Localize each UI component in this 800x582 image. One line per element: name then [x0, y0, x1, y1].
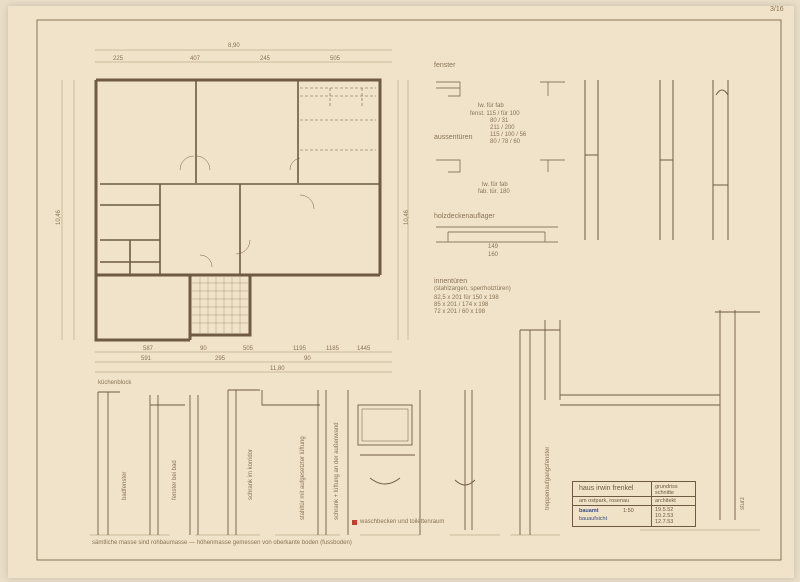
section-label: schrank + lüftung an der außenwand [334, 422, 340, 520]
section-label: schrank im korridor [248, 448, 254, 500]
lintel-heading: holzdeckenauflager [434, 213, 495, 220]
balcony-dashed [300, 87, 376, 151]
dim-bottom2: 591 [141, 356, 152, 362]
dim-top-total: 8,90 [228, 43, 240, 49]
stamp-line: bauaufsicht [579, 516, 608, 522]
date: 10.2.53 [655, 513, 674, 519]
interior-door-row: 72 x 201 / 60 x 198 [434, 309, 486, 315]
section-label: küchenblock [98, 380, 132, 386]
dim-top: 407 [190, 56, 201, 62]
floor-plan [94, 78, 382, 342]
dim-bottom-total: 11,80 [270, 366, 285, 372]
interior-doors-heading: innentüren [434, 278, 468, 285]
window-table-title: lw. für fab [478, 103, 504, 109]
section-label: treppenaufgangsfenster [545, 446, 551, 510]
footnote: sämtliche masse sind rohbaumasse — höhen… [92, 540, 352, 546]
lintel-dim: 160 [488, 252, 499, 258]
interior-door-row: 85 x 201 / 174 x 198 [434, 302, 489, 308]
dimension-lines [61, 49, 409, 373]
dim-bottom2: 90 [304, 356, 311, 362]
dim-top: 225 [113, 56, 124, 62]
scale: 1:50 [623, 508, 634, 514]
date: 19.5.52 [655, 507, 674, 513]
title-block: haus irwin frenkel grundriss schnitte am… [572, 481, 696, 527]
client-name: haus irwin frenkel [579, 485, 634, 492]
window-table-row: 80 / 31 [490, 118, 509, 124]
lintel-dim: 149 [488, 244, 499, 250]
project-location: am ostpark, rosenau [579, 498, 630, 504]
window-table-row: 211 / 200 [490, 125, 515, 131]
dim-bottom: 1195 [293, 346, 306, 352]
dim-bottom2: 295 [215, 356, 226, 362]
terrace-tiles [192, 277, 250, 335]
section-label: badfenster [122, 471, 128, 500]
window-table-row: 115 / 100 / 56 [490, 132, 527, 138]
door-table-row: fab. tür. 180 [478, 189, 510, 195]
dim-bottom: 1185 [326, 346, 339, 352]
section-label: stahltür mit aufgesetzter lüftung [300, 436, 306, 520]
drawing-title: grundriss schnitte [655, 484, 678, 496]
sheet-number: 3/16 [770, 6, 784, 13]
dim-bottom: 1445 [357, 346, 371, 352]
wall-sections [584, 80, 729, 240]
dim-bottom: 90 [200, 346, 207, 352]
interior-walls [100, 80, 380, 275]
section-label: waschbecken und toilettenraum [360, 519, 445, 525]
interior-doors-sub: (stahlzargen, sperrholztüren) [434, 286, 511, 292]
title-block-divider [651, 482, 652, 526]
dim-left: 10,46 [56, 209, 62, 225]
drawing-border [36, 19, 782, 561]
window-table-row: 80 / 78 / 60 [490, 139, 521, 145]
red-marker [352, 520, 357, 525]
architect: architekt [655, 498, 676, 504]
date: 12.7.53 [655, 519, 674, 525]
ground-lines [90, 529, 760, 536]
windows-heading: fenster [434, 62, 456, 69]
title-block-divider [573, 496, 695, 497]
door-table-row: lw. für fab [482, 182, 508, 188]
dim-top: 505 [330, 56, 341, 62]
door-swings [179, 155, 315, 268]
dim-top: 245 [260, 56, 271, 62]
dim-bottom: 505 [243, 346, 254, 352]
window-details [436, 81, 565, 243]
interior-door-row: 82,5 x 201 für 150 x 198 [434, 295, 499, 301]
window-table-row: fenst. 115 / für 100 [470, 111, 520, 117]
title-block-divider [573, 505, 695, 506]
dim-bottom: 587 [143, 346, 154, 352]
exterior-doors-heading: aussentüren [434, 134, 473, 141]
dim-right: 10,46 [404, 209, 410, 225]
elevation-sections [97, 310, 760, 535]
section-label: sturz [740, 496, 746, 510]
section-label: fenster bei bad [172, 460, 178, 500]
stamp-line: bauamt [579, 508, 599, 514]
